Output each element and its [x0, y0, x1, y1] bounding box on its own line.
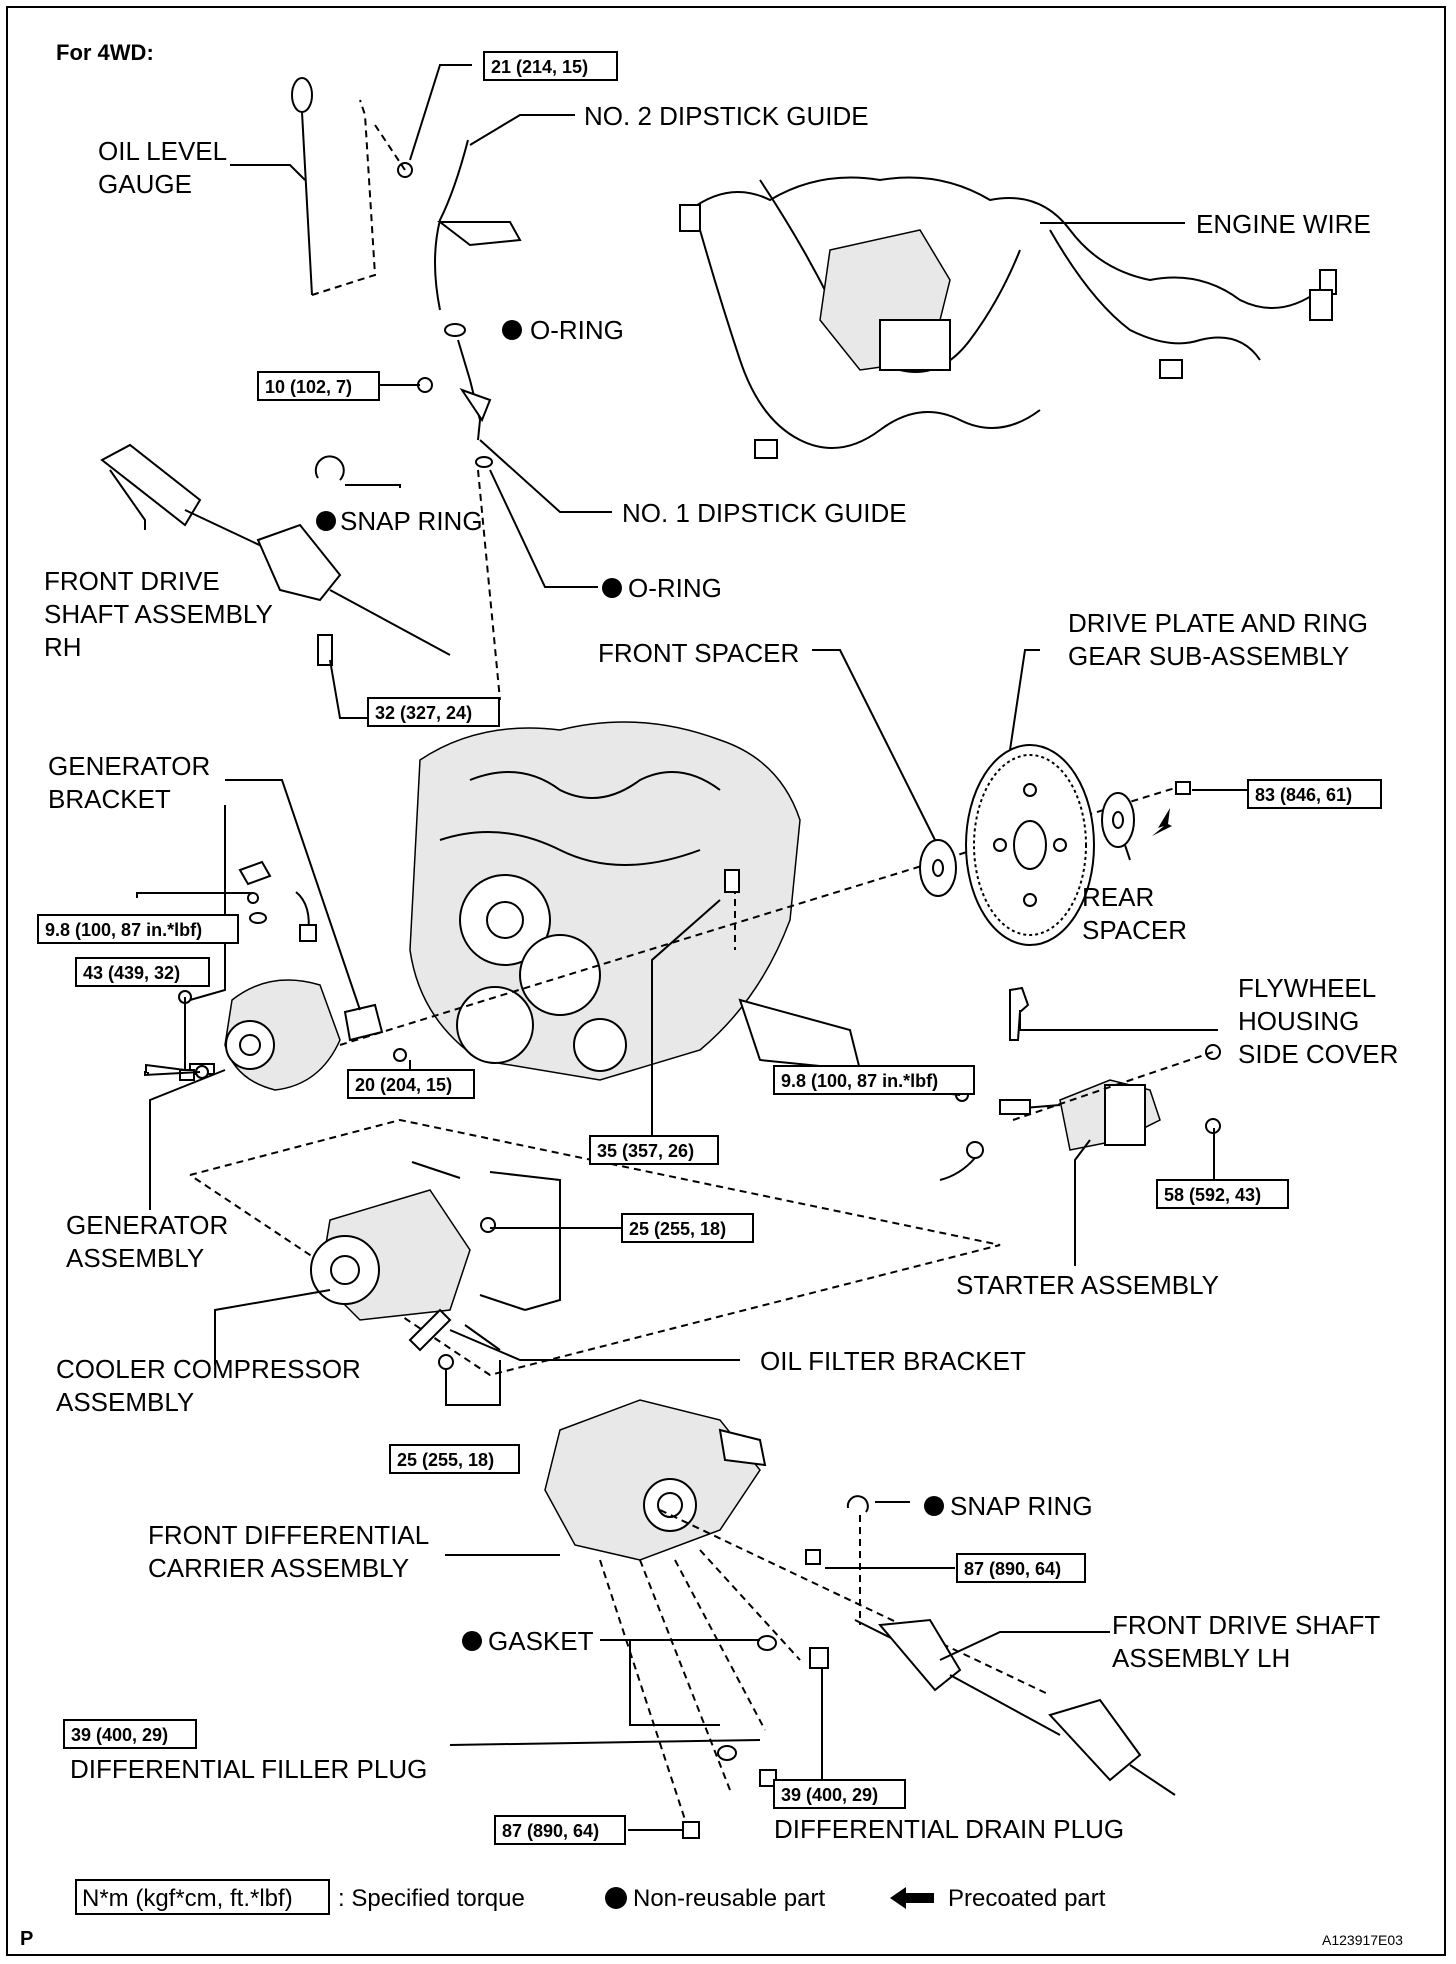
part-labels: OIL LEVEL GAUGE NO. 2 DIPSTICK GUIDE O-R… — [44, 101, 1398, 1844]
torque-35: 35 (357, 26) — [597, 1141, 694, 1161]
label-no2-dipstick-guide: NO. 2 DIPSTICK GUIDE — [584, 101, 869, 131]
non-reusable-icon — [462, 1631, 482, 1651]
no2-dipstick-guide-drawing — [374, 124, 522, 311]
label-flywheel-cover-1: FLYWHEEL — [1238, 973, 1376, 1003]
label-front-drive-shaft-lh-1: FRONT DRIVE SHAFT — [1112, 1610, 1380, 1640]
label-cooler-compressor-2: ASSEMBLY — [56, 1387, 194, 1417]
gaskets-and-plugs-drawing — [682, 1635, 829, 1839]
o-ring-drawing — [444, 323, 466, 337]
label-cooler-compressor-1: COOLER COMPRESSOR — [56, 1354, 361, 1384]
leader-lines — [109, 64, 1248, 1831]
label-oil-level-gauge-2: GAUGE — [98, 169, 192, 199]
snap-ring-drawing — [314, 455, 345, 481]
flywheel-bolt-drawing — [1152, 781, 1191, 836]
label-front-drive-shaft-rh-1: FRONT DRIVE — [44, 566, 220, 596]
label-flywheel-cover-3: SIDE COVER — [1238, 1039, 1398, 1069]
legend: N*m (kgf*cm, ft.*lbf) : Specified torque… — [75, 1879, 1106, 1915]
legend-specified-torque: : Specified torque — [338, 1885, 525, 1912]
legend-unit-box: N*m (kgf*cm, ft.*lbf) — [82, 1885, 293, 1912]
torque-43: 43 (439, 32) — [83, 963, 180, 983]
oil-filter-bracket-drawing — [408, 1308, 501, 1370]
front-spacer-drawing — [919, 839, 957, 897]
generator-bracket-drawing — [343, 1003, 384, 1042]
label-generator-assembly-1: GENERATOR — [66, 1210, 228, 1240]
diff-bolt-drawing — [805, 1549, 821, 1565]
torque-25a: 25 (255, 18) — [629, 1219, 726, 1239]
label-generator-assembly-2: ASSEMBLY — [66, 1243, 204, 1273]
label-front-drive-shaft-lh-2: ASSEMBLY LH — [1112, 1643, 1290, 1673]
non-reusable-icon — [316, 511, 336, 531]
engine-wire-harness-drawing — [679, 176, 1337, 459]
label-snap-ring-2: SNAP RING — [950, 1491, 1093, 1521]
label-oil-filter-bracket: OIL FILTER BRACKET — [760, 1346, 1026, 1376]
diff-alignment-lines — [599, 1509, 1051, 1836]
non-reusable-icon — [602, 578, 622, 598]
label-drive-plate-2: GEAR SUB-ASSEMBLY — [1068, 641, 1349, 671]
starter-assembly-drawing — [939, 1044, 1221, 1181]
label-generator-bracket-2: BRACKET — [48, 784, 171, 814]
label-generator-bracket-1: GENERATOR — [48, 751, 210, 781]
rear-spacer-drawing — [1101, 792, 1135, 848]
legend-non-reusable: Non-reusable part — [633, 1885, 825, 1912]
torque-83: 83 (846, 61) — [1255, 785, 1352, 805]
torque-9-8b: 9.8 (100, 87 in.*lbf) — [781, 1071, 938, 1091]
label-no1-dipstick-guide: NO. 1 DIPSTICK GUIDE — [622, 498, 907, 528]
torque-boxes: 21 (214, 15) 10 (102, 7) 32 (327, 24) 83… — [37, 51, 1382, 1845]
label-rear-spacer-1: REAR — [1082, 882, 1154, 912]
label-front-drive-shaft-rh-2: SHAFT ASSEMBLY — [44, 599, 273, 629]
label-starter-assembly: STARTER ASSEMBLY — [956, 1270, 1219, 1300]
engine-block-drawing — [409, 721, 862, 1081]
drive-plate-drawing — [965, 744, 1095, 946]
label-front-drive-shaft-rh-3: RH — [44, 632, 82, 662]
torque-39a: 39 (400, 29) — [71, 1725, 168, 1745]
torque-58: 58 (592, 43) — [1164, 1185, 1261, 1205]
torque-87b: 87 (890, 64) — [502, 1821, 599, 1841]
front-drive-shaft-lh-drawing — [854, 1618, 1176, 1796]
snap-ring-2-drawing — [846, 1495, 869, 1513]
precoated-arrow-icon — [890, 1887, 934, 1909]
torque-9-8a: 9.8 (100, 87 in.*lbf) — [45, 920, 202, 940]
non-reusable-icon — [502, 320, 522, 340]
label-front-spacer: FRONT SPACER — [598, 638, 799, 668]
torque-32: 32 (327, 24) — [375, 703, 472, 723]
label-drive-plate-1: DRIVE PLATE AND RING — [1068, 608, 1368, 638]
torque-39b: 39 (400, 29) — [781, 1785, 878, 1805]
non-reusable-icon — [924, 1496, 944, 1516]
label-diff-filler-plug: DIFFERENTIAL FILLER PLUG — [70, 1754, 427, 1784]
alignment-line-flywheel — [339, 787, 1176, 1046]
label-diff-drain-plug: DIFFERENTIAL DRAIN PLUG — [774, 1814, 1124, 1844]
label-oil-level-gauge-1: OIL LEVEL — [98, 136, 227, 166]
cooler-compressor-drawing — [310, 1161, 526, 1321]
front-drive-shaft-rh-drawing — [100, 443, 451, 666]
oil-level-gauge-drawing — [291, 77, 377, 296]
header-for-4wd: For 4WD: — [56, 40, 154, 65]
torque-87a: 87 (890, 64) — [964, 1559, 1061, 1579]
label-flywheel-cover-2: HOUSING — [1238, 1006, 1359, 1036]
label-snap-ring-1: SNAP RING — [340, 506, 483, 536]
torque-20: 20 (204, 15) — [355, 1075, 452, 1095]
label-front-diff-carrier-1: FRONT DIFFERENTIAL — [148, 1520, 429, 1550]
label-engine-wire: ENGINE WIRE — [1196, 209, 1371, 239]
label-rear-spacer-2: SPACER — [1082, 915, 1187, 945]
precoated-arrow-icon — [1152, 808, 1172, 836]
label-o-ring-2: O-RING — [628, 573, 722, 603]
label-front-diff-carrier-2: CARRIER ASSEMBLY — [148, 1553, 409, 1583]
torque-21: 21 (214, 15) — [491, 57, 588, 77]
figure-code: A123917E03 — [1322, 1932, 1403, 1948]
legend-precoated: Precoated part — [948, 1885, 1106, 1912]
diagram-frame — [6, 6, 1446, 1956]
label-o-ring-1: O-RING — [530, 315, 624, 345]
torque-25b: 25 (255, 18) — [397, 1450, 494, 1470]
front-diff-carrier-drawing — [544, 1399, 767, 1561]
no1-dipstick-guide-drawing — [417, 339, 501, 701]
non-reusable-icon — [605, 1887, 627, 1909]
page-mark: P — [20, 1928, 33, 1950]
torque-10: 10 (102, 7) — [265, 377, 352, 397]
label-gasket: GASKET — [488, 1626, 594, 1656]
